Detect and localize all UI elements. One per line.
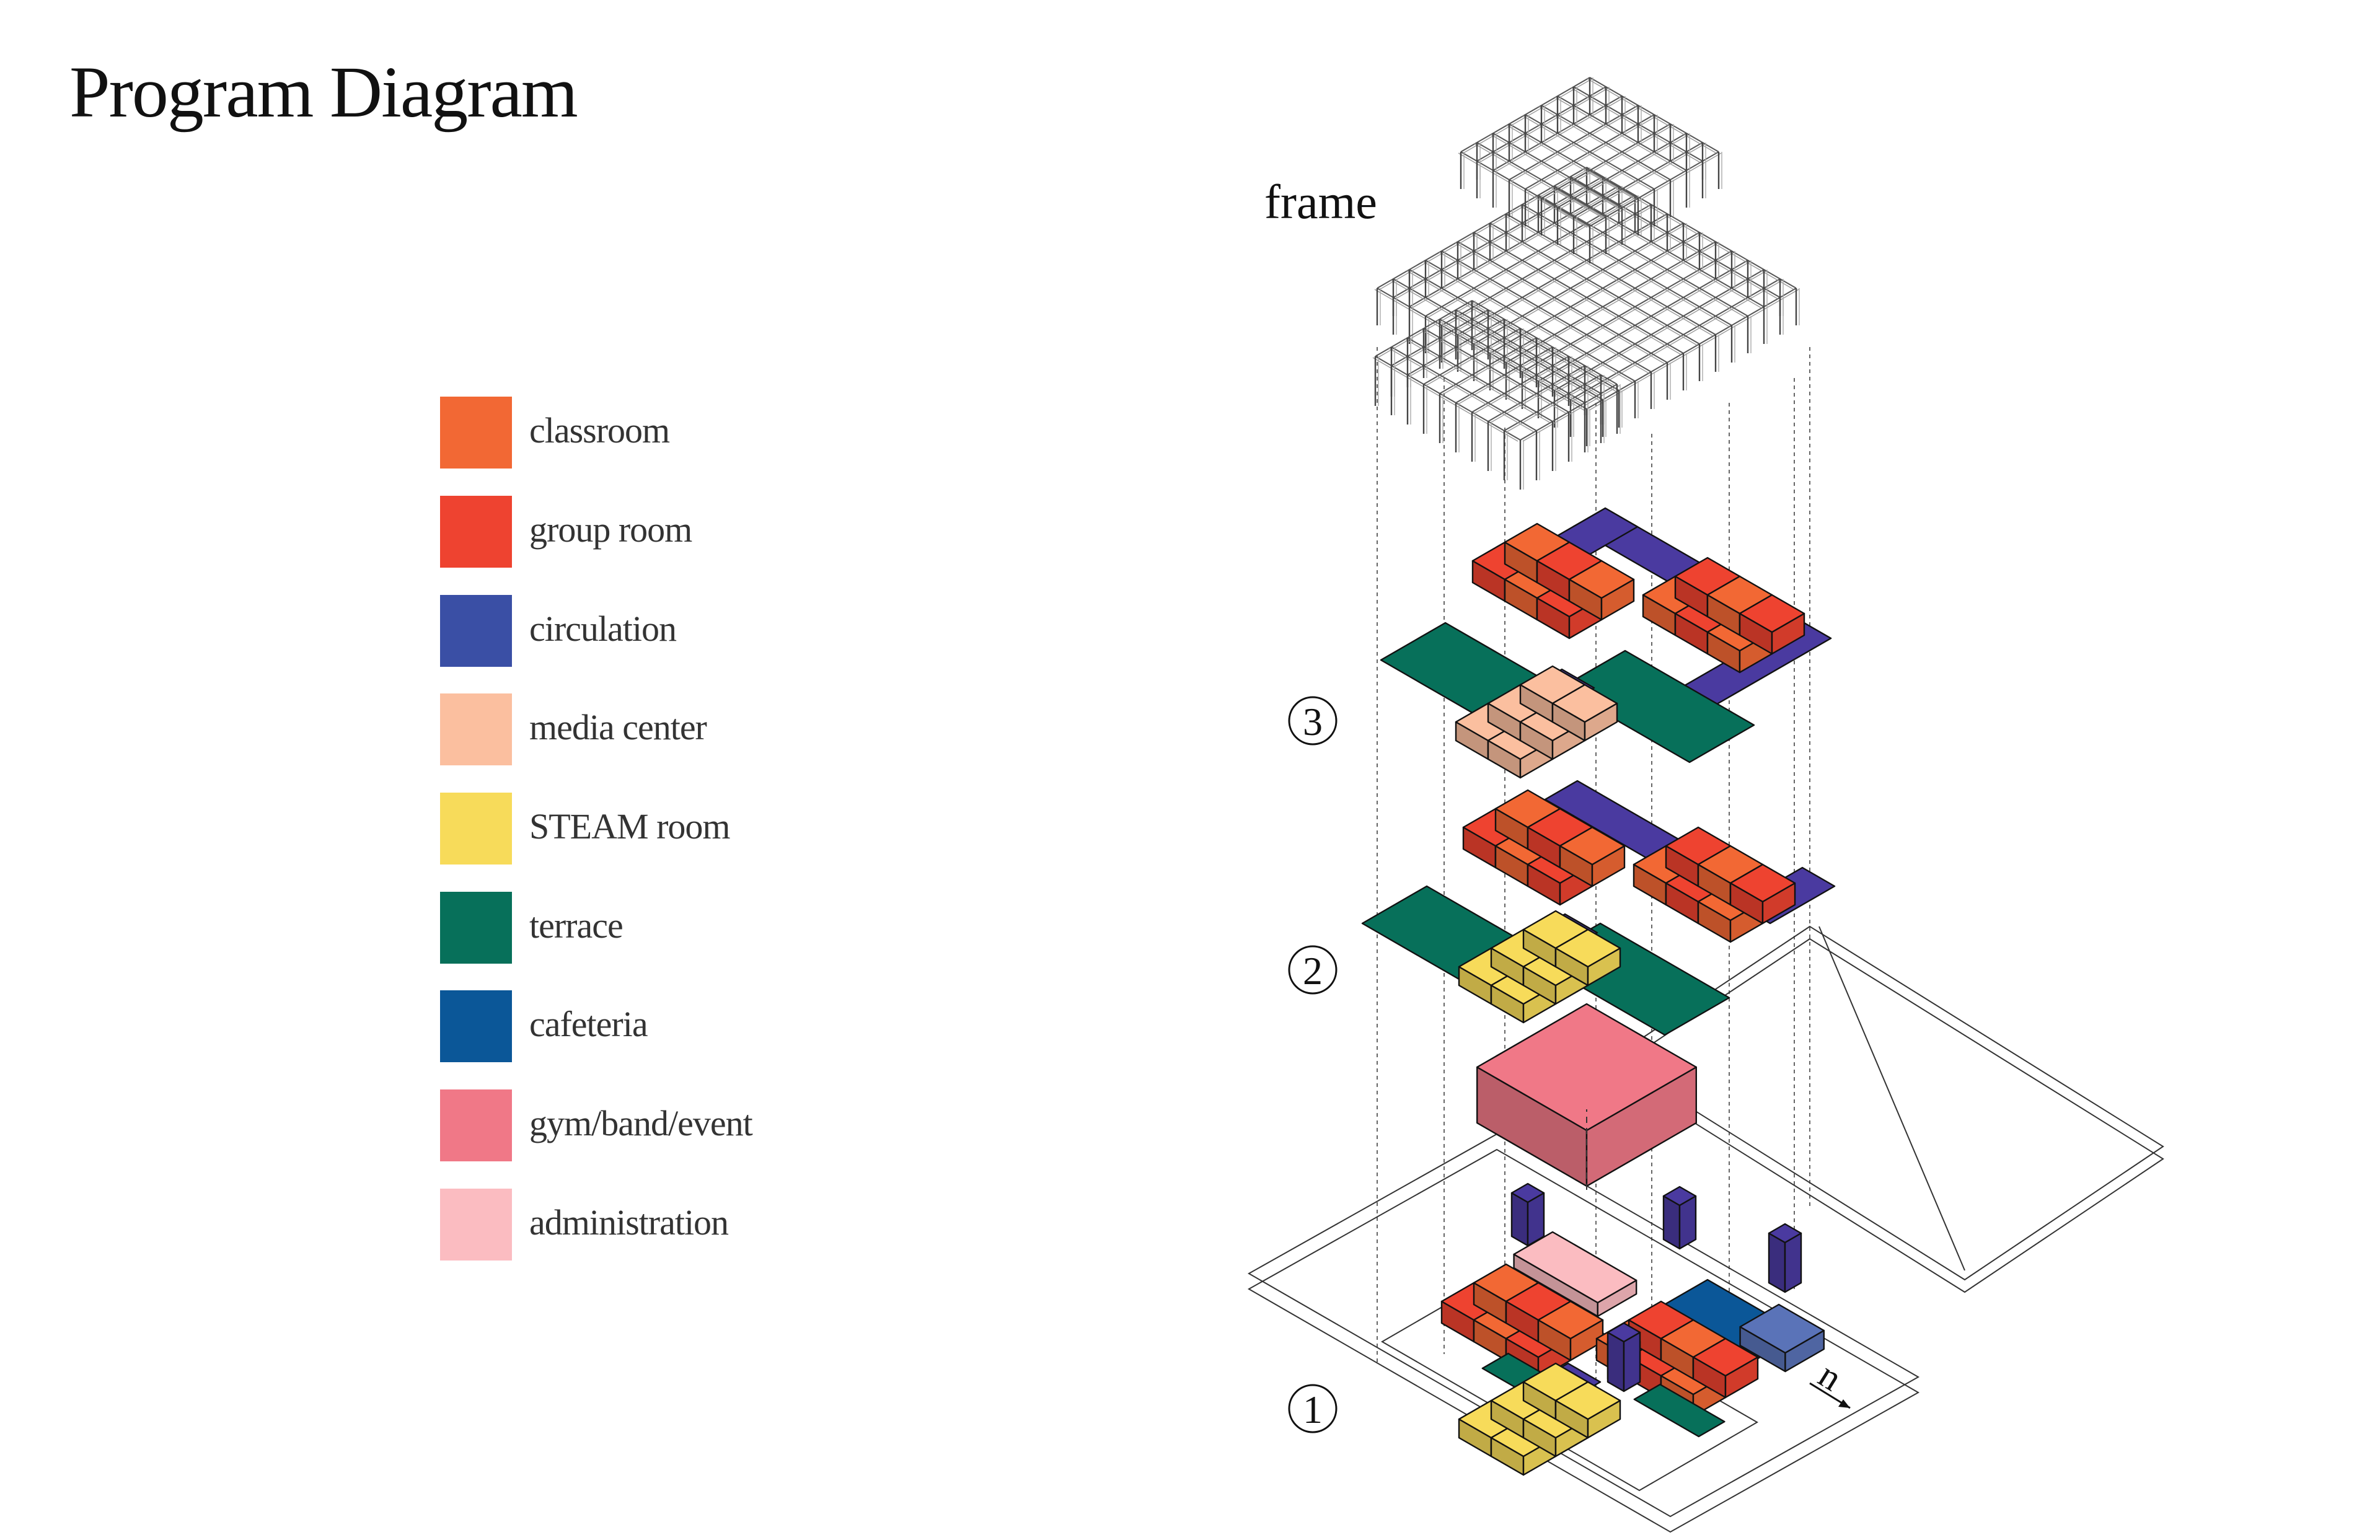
legend-label-circulation: circulation: [529, 609, 677, 649]
administration-box: [1513, 1231, 1637, 1318]
level3-room-east-0-2: [1739, 594, 1805, 655]
frame-level-main: [1374, 167, 1800, 446]
legend-swatch-steam-room: [440, 793, 512, 865]
legend-label-gym-band-event: gym/band/event: [529, 1103, 753, 1143]
level3-terrace-east: [1559, 649, 1755, 763]
media-center-block: [1455, 665, 1618, 779]
site-plane-outlines: [1247, 925, 2164, 1533]
legend-item-group-room: group room: [440, 496, 874, 568]
legend-swatch-terrace: [440, 892, 512, 964]
legend-item-classroom: classroom: [440, 397, 874, 469]
legend-item-terrace: terrace: [440, 892, 874, 964]
north-label: n: [1812, 1354, 1849, 1399]
level-3-label: 3: [1303, 700, 1323, 744]
level-3-program: [1380, 507, 1832, 779]
legend-item-steam-room: STEAM room: [440, 793, 874, 865]
legend-label-media-center: media center: [529, 707, 707, 747]
steam1-stair-core: [1606, 1322, 1641, 1393]
steam-room-level2: [1458, 910, 1621, 1024]
level-2-marker: 2: [1288, 945, 1338, 995]
level2-room-east-0-2: [1729, 863, 1796, 925]
steam1-room-0-1: [1554, 1381, 1621, 1439]
gym-block: [1476, 1003, 1698, 1190]
level-2-label: 2: [1303, 949, 1323, 993]
steam-room-level1: [1458, 1322, 1641, 1476]
legend-label-terrace: terrace: [529, 905, 624, 946]
frame-level-west-wing: [1372, 300, 1621, 490]
media-center-room-0-1: [1551, 684, 1618, 742]
frame-level-top: [1458, 77, 1722, 263]
legend-item-cafeteria: cafeteria: [440, 990, 874, 1062]
legend-swatch-cafeteria: [440, 990, 512, 1062]
legend-swatch-gym-band-event: [440, 1089, 512, 1161]
level1-room-west-0-2: [1537, 1300, 1604, 1362]
legend-label-cafeteria: cafeteria: [529, 1004, 648, 1044]
site-plane-upper: [1610, 925, 2164, 1281]
legend-swatch-media-center: [440, 693, 512, 765]
frame-label: frame: [1264, 175, 1377, 229]
level-1-label: 1: [1303, 1388, 1323, 1432]
level1-room-east-0-2: [1692, 1337, 1759, 1399]
stair-core-east: [1768, 1223, 1802, 1293]
legend-item-circulation: circulation: [440, 595, 874, 667]
legend-item-media-center: media center: [440, 693, 874, 765]
stair-core-north: [1662, 1186, 1697, 1250]
level-3-marker: 3: [1288, 696, 1338, 746]
level-1-program: [1440, 1182, 1825, 1476]
legend-item-administration: administration: [440, 1189, 874, 1261]
legend-label-classroom: classroom: [529, 410, 670, 451]
cafeteria-annex-box: [1739, 1303, 1825, 1373]
level3-room-west-0-2: [1568, 560, 1635, 621]
north-arrow: n: [1809, 1354, 1851, 1409]
level1-terrace-east: [1633, 1383, 1726, 1438]
structural-frame: [1372, 77, 1800, 490]
level-2-program: [1361, 780, 1836, 1036]
site-plane-upper-edge: [1610, 938, 2164, 1293]
legend-label-steam-room: STEAM room: [529, 806, 730, 847]
stair-core-west: [1510, 1182, 1545, 1247]
legend-swatch-administration: [440, 1189, 512, 1261]
site-ridge-line: [1818, 926, 1965, 1271]
legend-swatch-classroom: [440, 397, 512, 469]
level-1-marker: 1: [1288, 1384, 1338, 1433]
legend-swatch-group-room: [440, 496, 512, 568]
legend-label-group-room: group room: [529, 509, 692, 550]
steam2-room-0-1: [1554, 928, 1621, 987]
level2-room-west-0-2: [1559, 826, 1626, 887]
legend-swatch-circulation: [440, 595, 512, 667]
legend-label-administration: administration: [529, 1202, 729, 1243]
page-title: Program Diagram: [69, 51, 578, 133]
gym-band-event-box: [1476, 1003, 1698, 1187]
legend-item-gym-band-event: gym/band/event: [440, 1089, 874, 1161]
